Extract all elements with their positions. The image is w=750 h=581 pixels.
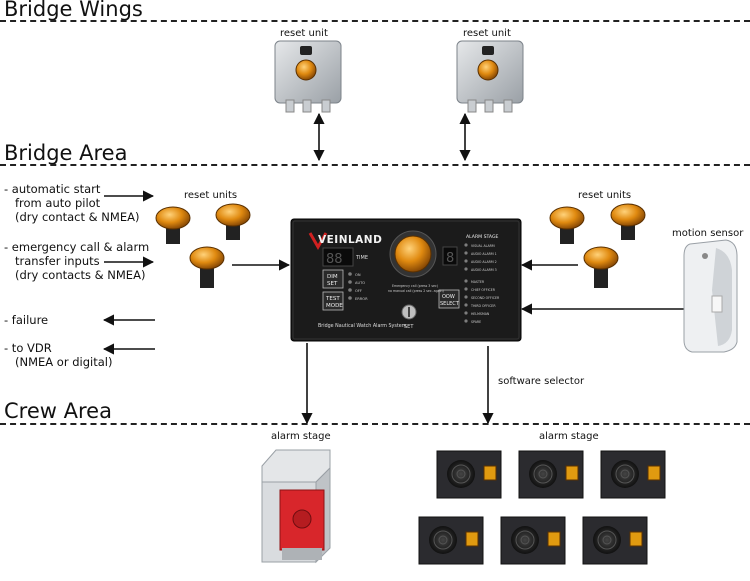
panel-led-on: ON [355, 273, 361, 277]
alarm-stage-label-left: alarm stage [271, 431, 331, 442]
panel-brand: VEINLAND [318, 234, 382, 246]
panel-officer-5: HELMSMAN [471, 312, 490, 316]
divider-bridge-wings [0, 20, 750, 22]
right-reset-buttons [549, 203, 646, 288]
wing-reset-unit-2 [456, 40, 524, 113]
section-crew-area: Crew Area [4, 399, 112, 423]
panel-time-digits: 88 [326, 252, 343, 267]
reset-unit-label-1: reset unit [280, 28, 328, 39]
crew-red-alarm-box [261, 449, 331, 564]
section-bridge-area: Bridge Area [4, 141, 128, 165]
panel-officer-3: SECOND OFFICER [471, 296, 500, 300]
section-bridge-wings: Bridge Wings [4, 0, 143, 21]
panel-officer-2: CHIEF OFFICER [471, 288, 496, 292]
alarm-stage-plates [418, 450, 666, 565]
motion-sensor [683, 239, 738, 353]
output-vdr: - to VDR (NMEA or digital) [4, 341, 113, 369]
panel-emergency-2: no manual call (press 2 sec. again) [388, 289, 444, 293]
reset-units-label-right: reset units [578, 190, 632, 201]
panel-stage-digit: 8 [446, 251, 454, 266]
panel-set: SET [327, 281, 338, 287]
software-selector-label: software selector [498, 376, 585, 387]
wing-reset-unit-1 [274, 40, 342, 113]
panel-stage-4: AUDIO ALARM 3 [471, 268, 497, 272]
divider-crew-area [0, 423, 750, 425]
panel-stage-1: VISUAL ALARM [471, 244, 495, 248]
input-auto-start: - automatic start from auto pilot (dry c… [4, 182, 140, 224]
panel-set-label: SET [404, 324, 414, 330]
panel-officer-6: SPARE [471, 320, 481, 324]
output-failure: - failure [4, 313, 49, 327]
panel-oow: OOW [442, 294, 455, 300]
motion-sensor-label: motion sensor [672, 228, 744, 239]
panel-select: SELECT [440, 301, 460, 307]
panel-test: TEST [325, 296, 340, 302]
divider-bridge-area [0, 164, 750, 166]
control-panel [290, 218, 522, 342]
panel-emergency-1: Emergency call (press 3 sec) [392, 284, 438, 288]
reset-units-label-left: reset units [184, 190, 238, 201]
panel-alarm-stage-title: ALARM STAGE [466, 234, 499, 240]
panel-officer-1: MASTER [471, 280, 485, 284]
panel-officer-4: THIRD OFFICER [470, 304, 496, 308]
panel-dim: DIM [327, 274, 338, 280]
panel-led-auto: AUTO [355, 281, 365, 285]
panel-led-off: OFF [355, 289, 362, 293]
panel-stage-2: AUDIO ALARM 1 [471, 252, 497, 256]
panel-time-label: TIME [355, 255, 368, 261]
alarm-stage-label-right: alarm stage [539, 431, 599, 442]
panel-footer: Bridge Nautical Watch Alarm System [318, 323, 407, 329]
panel-stage-3: AUDIO ALARM 2 [471, 260, 497, 264]
panel-mode: MODE [326, 303, 343, 309]
input-emergency: - emergency call & alarm transfer inputs… [4, 240, 150, 282]
reset-unit-label-2: reset unit [463, 28, 511, 39]
left-reset-buttons [155, 203, 251, 288]
panel-led-error: ERROR [355, 297, 368, 301]
